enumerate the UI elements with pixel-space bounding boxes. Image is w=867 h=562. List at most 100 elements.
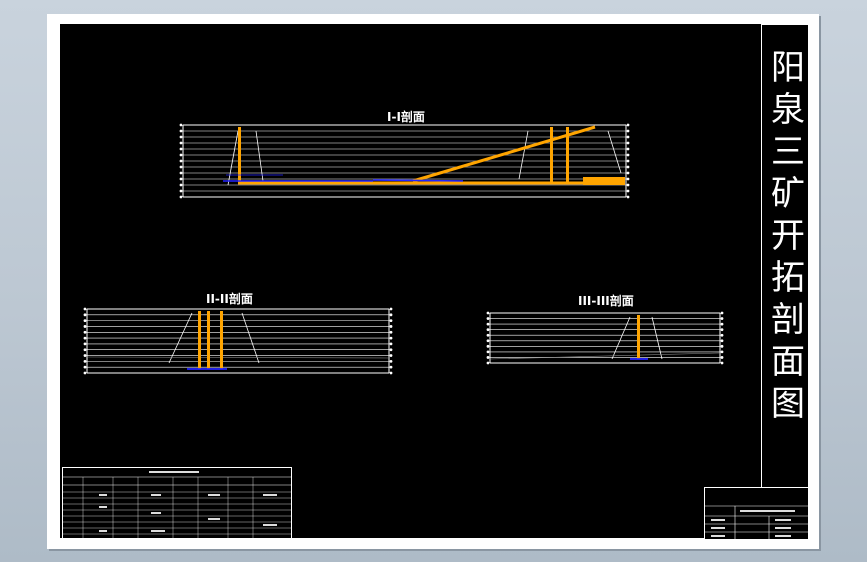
level-marker [626,135,630,139]
level-marker [626,141,630,145]
section-1-title: I-I剖面 [387,110,425,124]
level-marker [626,159,630,163]
surface-line [86,356,390,359]
level-marker [389,359,393,363]
level-marker [486,333,490,337]
level-marker [486,344,490,348]
level-marker [720,350,724,354]
drawing-title: 阳泉三矿开拓剖面图 [764,49,805,427]
level-marker [179,165,183,169]
level-marker [83,359,87,363]
level-marker [626,177,630,181]
level-marker [626,189,630,193]
section-1-profile [179,123,630,199]
level-marker [83,348,87,352]
level-marker [389,319,393,323]
level-marker [83,330,87,334]
level-marker [720,328,724,332]
level-marker [179,153,183,157]
level-marker [179,171,183,175]
level-marker [486,361,490,365]
shaft [207,311,210,369]
title-block [704,487,809,540]
roadway-end [583,177,625,185]
level-marker [626,171,630,175]
level-marker [720,356,724,359]
slope-line [611,316,631,360]
shaft [637,315,640,359]
level-marker [720,317,724,320]
inclined-roadway [412,125,596,183]
coal-seam [372,179,464,182]
level-marker [626,165,630,169]
level-marker [83,336,87,340]
slope-line [651,316,663,360]
level-marker [389,336,393,340]
slope-line [227,130,239,186]
level-marker [389,330,393,334]
level-marker [83,313,87,317]
level-marker [83,354,87,357]
level-marker [389,325,393,328]
level-marker [720,339,724,343]
shaft [566,127,569,184]
level-marker [83,325,87,328]
level-marker [179,189,183,193]
legend-table [62,467,292,539]
shaft [238,127,241,184]
level-marker [389,365,393,369]
title-block-grid [705,505,808,539]
level-marker [486,339,490,343]
level-marker [179,141,183,145]
level-marker [179,159,183,163]
level-marker [626,183,630,187]
level-marker [720,322,724,326]
level-marker [720,333,724,337]
level-marker [486,350,490,354]
shaft [550,127,553,184]
level-marker [720,311,724,315]
level-marker [389,342,393,346]
level-marker [83,307,87,311]
level-marker [389,354,393,357]
level-marker [486,322,490,326]
legend-grid [63,471,291,538]
level-marker [486,311,490,315]
cad-canvas: I-I剖面 II-II剖面 III-III剖面 [59,23,762,539]
surface-line [489,352,721,360]
shaft [220,311,223,369]
level-marker [179,123,183,127]
slope-line [518,130,529,180]
level-marker [626,129,630,133]
level-marker [486,317,490,320]
section-3-title: III-III剖面 [578,294,634,308]
level-marker [486,328,490,332]
level-marker [626,147,630,151]
level-marker [626,153,630,157]
shaft [198,311,201,369]
level-marker [83,319,87,323]
level-marker [389,313,393,317]
level-marker [720,344,724,348]
section-3-profile [486,311,724,365]
level-marker [626,123,630,127]
slope-line [255,130,264,182]
level-marker [626,195,630,199]
level-marker [389,371,393,375]
slope-line [607,130,622,174]
level-marker [179,135,183,139]
slope-line [241,312,260,364]
level-marker [720,361,724,365]
level-marker [389,307,393,311]
level-marker [179,129,183,133]
slope-line [168,312,193,364]
level-marker [486,356,490,359]
title-column: 阳泉三矿开拓剖面图 [761,24,809,489]
level-marker [83,371,87,375]
level-marker [179,195,183,199]
level-marker [179,177,183,181]
level-marker [83,365,87,369]
level-marker [179,183,183,187]
level-marker [83,342,87,346]
level-marker [389,348,393,352]
